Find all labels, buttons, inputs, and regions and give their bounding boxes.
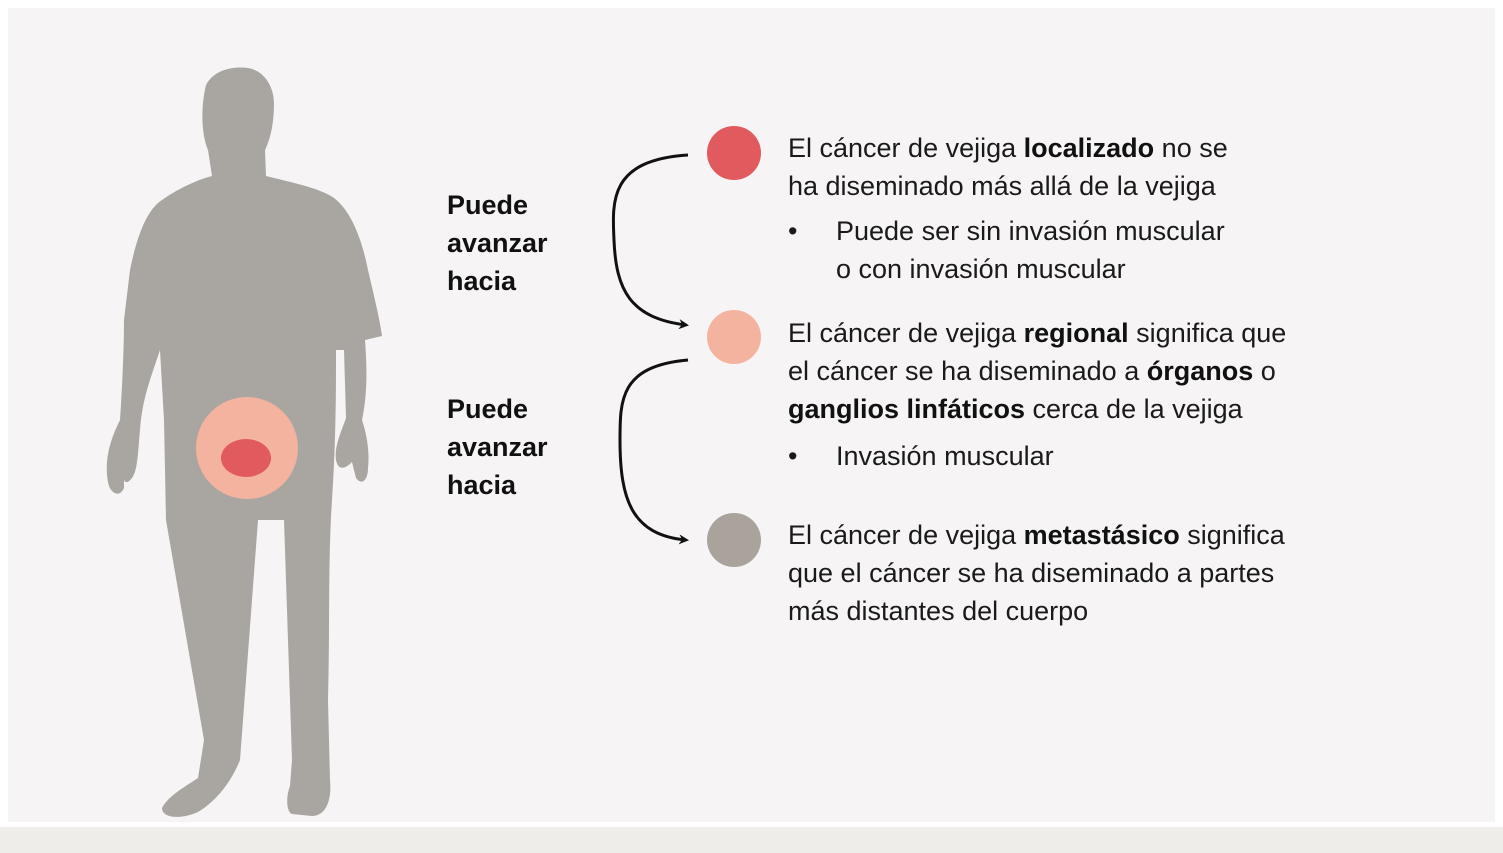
regional-bullet-line1: Invasión muscular	[836, 441, 1054, 471]
metastatic-line3: más distantes del cuerpo	[788, 596, 1089, 626]
metastatic-line1: El cáncer de vejiga metastásico signific…	[788, 520, 1285, 550]
metastatic-description: El cáncer de vejiga metastásico signific…	[788, 516, 1285, 630]
advance-label-2-line1: Puede	[447, 394, 529, 424]
advance-label-1-line2: avanzar	[447, 228, 548, 258]
regional-line2: el cáncer se ha diseminado a órganos o	[788, 356, 1276, 386]
advance-label-1-line1: Puede	[447, 190, 529, 220]
localized-term: localizado	[1023, 133, 1155, 163]
metastatic-stage-dot	[707, 513, 761, 567]
regional-description: El cáncer de vejiga regional significa q…	[788, 314, 1286, 428]
advance-label-2: Puede avanzar hacia	[447, 390, 548, 504]
regional-line1: El cáncer de vejiga regional significa q…	[788, 318, 1287, 348]
lymph-nodes-term: ganglios linfáticos	[788, 394, 1026, 424]
localized-bullet-line2: o con invasión muscular	[836, 254, 1126, 284]
localized-line1: El cáncer de vejiga localizado no se	[788, 133, 1228, 163]
regional-term: regional	[1023, 318, 1129, 348]
arrow-regional-to-metastatic	[618, 358, 689, 545]
localized-bullet-line1: Puede ser sin invasión muscular	[836, 216, 1225, 246]
advance-label-2-line3: hacia	[447, 470, 517, 500]
localized-tumor-indicator	[221, 439, 271, 477]
localized-stage-dot	[707, 126, 761, 180]
bullet-marker: •	[788, 216, 798, 246]
metastatic-term: metastásico	[1023, 520, 1180, 550]
localized-line2: ha diseminado más allá de la vejiga	[788, 171, 1216, 201]
advance-label-2-line2: avanzar	[447, 432, 548, 462]
arrow-localized-to-regional	[611, 153, 689, 330]
bullet-marker: •	[788, 441, 798, 471]
organs-term: órganos	[1146, 356, 1254, 386]
metastatic-line2: que el cáncer se ha diseminado a partes	[788, 558, 1275, 588]
advance-label-1: Puede avanzar hacia	[447, 186, 548, 300]
advance-label-1-line3: hacia	[447, 266, 517, 296]
bottom-strip	[0, 827, 1503, 853]
regional-stage-dot	[707, 310, 761, 364]
localized-description: El cáncer de vejiga localizado no se ha …	[788, 129, 1228, 205]
regional-line3: ganglios linfáticos cerca de la vejiga	[788, 394, 1243, 424]
